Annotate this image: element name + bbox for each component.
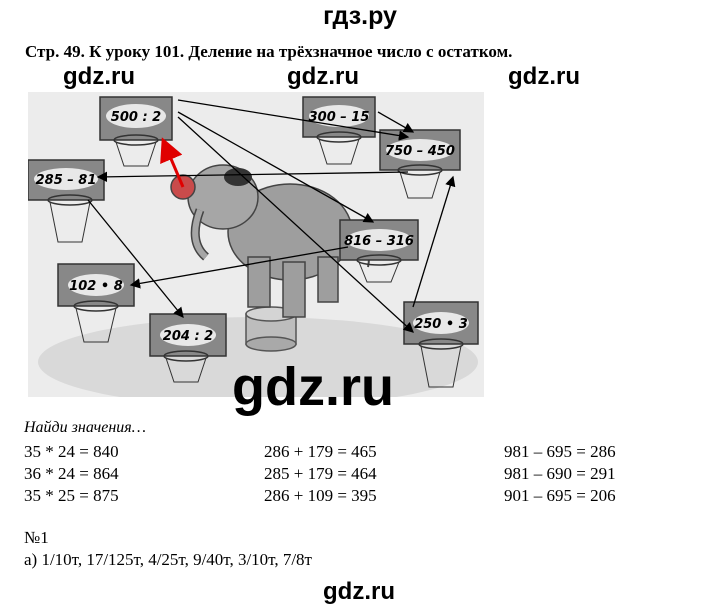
page-heading: Стр. 49. К уроку 101. Деление на трёхзна… [25, 42, 513, 61]
equation: 285 + 179 = 464 [264, 464, 377, 483]
task-label: Найди значения… [24, 419, 146, 436]
equation: 286 + 179 = 465 [264, 442, 377, 461]
results-column-2: 286 + 179 = 465 285 + 179 = 464 286 + 10… [264, 441, 377, 507]
backboard-500-2: 500 : 2 [99, 96, 173, 167]
watermark: gdz.ru [323, 578, 395, 605]
backboard-750-450: 750 – 450 [379, 129, 461, 199]
elephant-icon [170, 164, 370, 318]
svg-text:500 : 2: 500 : 2 [111, 110, 161, 125]
watermark: gdz.ru [63, 63, 135, 90]
svg-text:250 • 3: 250 • 3 [414, 317, 468, 332]
equation: 981 – 695 = 286 [504, 442, 616, 461]
watermark: gdz.ru [508, 63, 580, 90]
backboard-250-3: 250 • 3 [403, 301, 479, 388]
red-arrow [160, 137, 185, 188]
equation: 35 * 25 = 875 [24, 486, 119, 505]
svg-text:300 – 15: 300 – 15 [309, 110, 370, 125]
svg-text:816 – 316: 816 – 316 [344, 234, 414, 249]
equation: 901 – 695 = 206 [504, 486, 616, 505]
watermark-large: gdz.ru [232, 357, 394, 417]
backboard-204-2: 204 : 2 [149, 313, 227, 383]
exercise-number: №1 [24, 528, 49, 547]
equation: 35 * 24 = 840 [24, 442, 119, 461]
circus-illustration: 500 : 2 300 – 15 750 – 450 285 – 81 816 … [28, 92, 484, 397]
watermark: gdz.ru [287, 63, 359, 90]
site-title: гдз.ру [323, 2, 397, 30]
equation: 286 + 109 = 395 [264, 486, 377, 505]
backboard-285-81: 285 – 81 [28, 159, 105, 243]
backboard-102-8: 102 • 8 [57, 263, 135, 343]
svg-text:750 – 450: 750 – 450 [385, 144, 455, 159]
backboard-816-316: 816 – 316 [339, 219, 419, 283]
svg-text:102 • 8: 102 • 8 [69, 279, 123, 294]
connecting-arrows [87, 99, 456, 333]
results-column-1: 35 * 24 = 840 36 * 24 = 864 35 * 25 = 87… [24, 441, 119, 507]
results-column-3: 981 – 695 = 286 981 – 690 = 291 901 – 69… [504, 441, 616, 507]
svg-text:285 – 81: 285 – 81 [36, 173, 97, 188]
exercise-answer: а) 1/10т, 17/125т, 4/25т, 9/40т, 3/10т, … [24, 550, 312, 569]
svg-text:204 : 2: 204 : 2 [163, 329, 213, 344]
equation: 981 – 690 = 291 [504, 464, 616, 483]
equation: 36 * 24 = 864 [24, 464, 119, 483]
